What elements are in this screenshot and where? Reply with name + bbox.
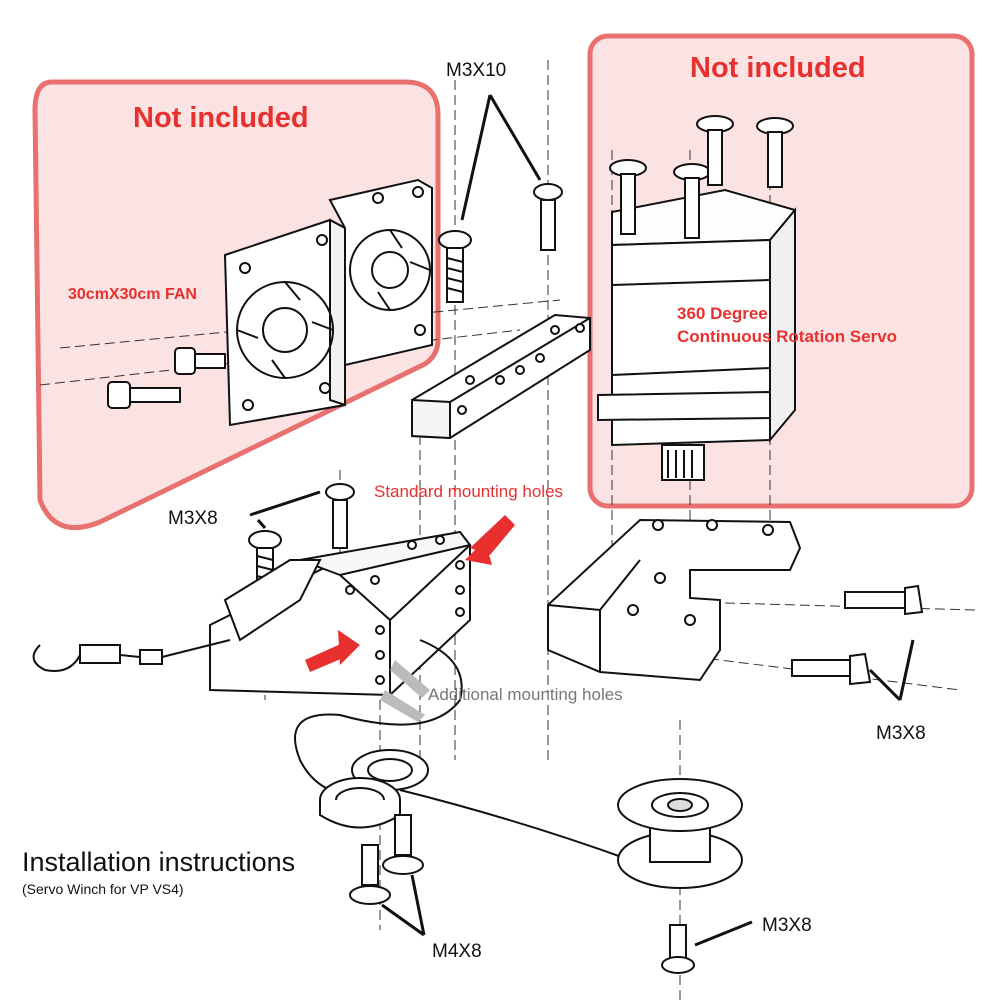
servo-mount-bracket [547, 518, 802, 682]
servo-label-line1: 360 Degree [677, 304, 768, 323]
bracket-bar [411, 313, 591, 440]
m3x8-label-bottom: M3X8 [762, 915, 812, 936]
m3x8-right-screws [791, 584, 924, 686]
fan-label: 30cmX30cm FAN [68, 286, 197, 303]
fan-back [328, 178, 433, 367]
m4x8-label: M4X8 [432, 941, 482, 962]
pulleys [319, 749, 429, 829]
standard-mounting-holes-label: Standard mounting holes [374, 482, 564, 501]
fan-screws [107, 347, 226, 409]
winch-spool [617, 778, 743, 889]
instructions-title: Installation instructions [22, 847, 296, 877]
servo-body [597, 188, 797, 481]
m3x10-label: M3X10 [446, 60, 507, 81]
fan-front [223, 218, 346, 427]
m4x8-screws [349, 814, 695, 974]
instructions-subtitle: (Servo Winch for VP VS4) [22, 881, 184, 897]
m3x8-label-right: M3X8 [876, 723, 926, 744]
not-included-title-left: Not included [133, 102, 309, 134]
additional-hole-arrows [380, 660, 430, 722]
standard-hole-arrows [305, 515, 515, 672]
leader-lines [249, 94, 915, 947]
winch-base [209, 530, 472, 697]
not-included-title-right: Not included [690, 52, 866, 84]
additional-mounting-holes-label: Additional mounting holes [428, 685, 623, 704]
servo-screws [609, 115, 794, 239]
m3x8-label-left: M3X8 [168, 508, 218, 529]
servo-label-line2: Continuous Rotation Servo [677, 327, 898, 346]
m3x10-screws [438, 183, 563, 303]
